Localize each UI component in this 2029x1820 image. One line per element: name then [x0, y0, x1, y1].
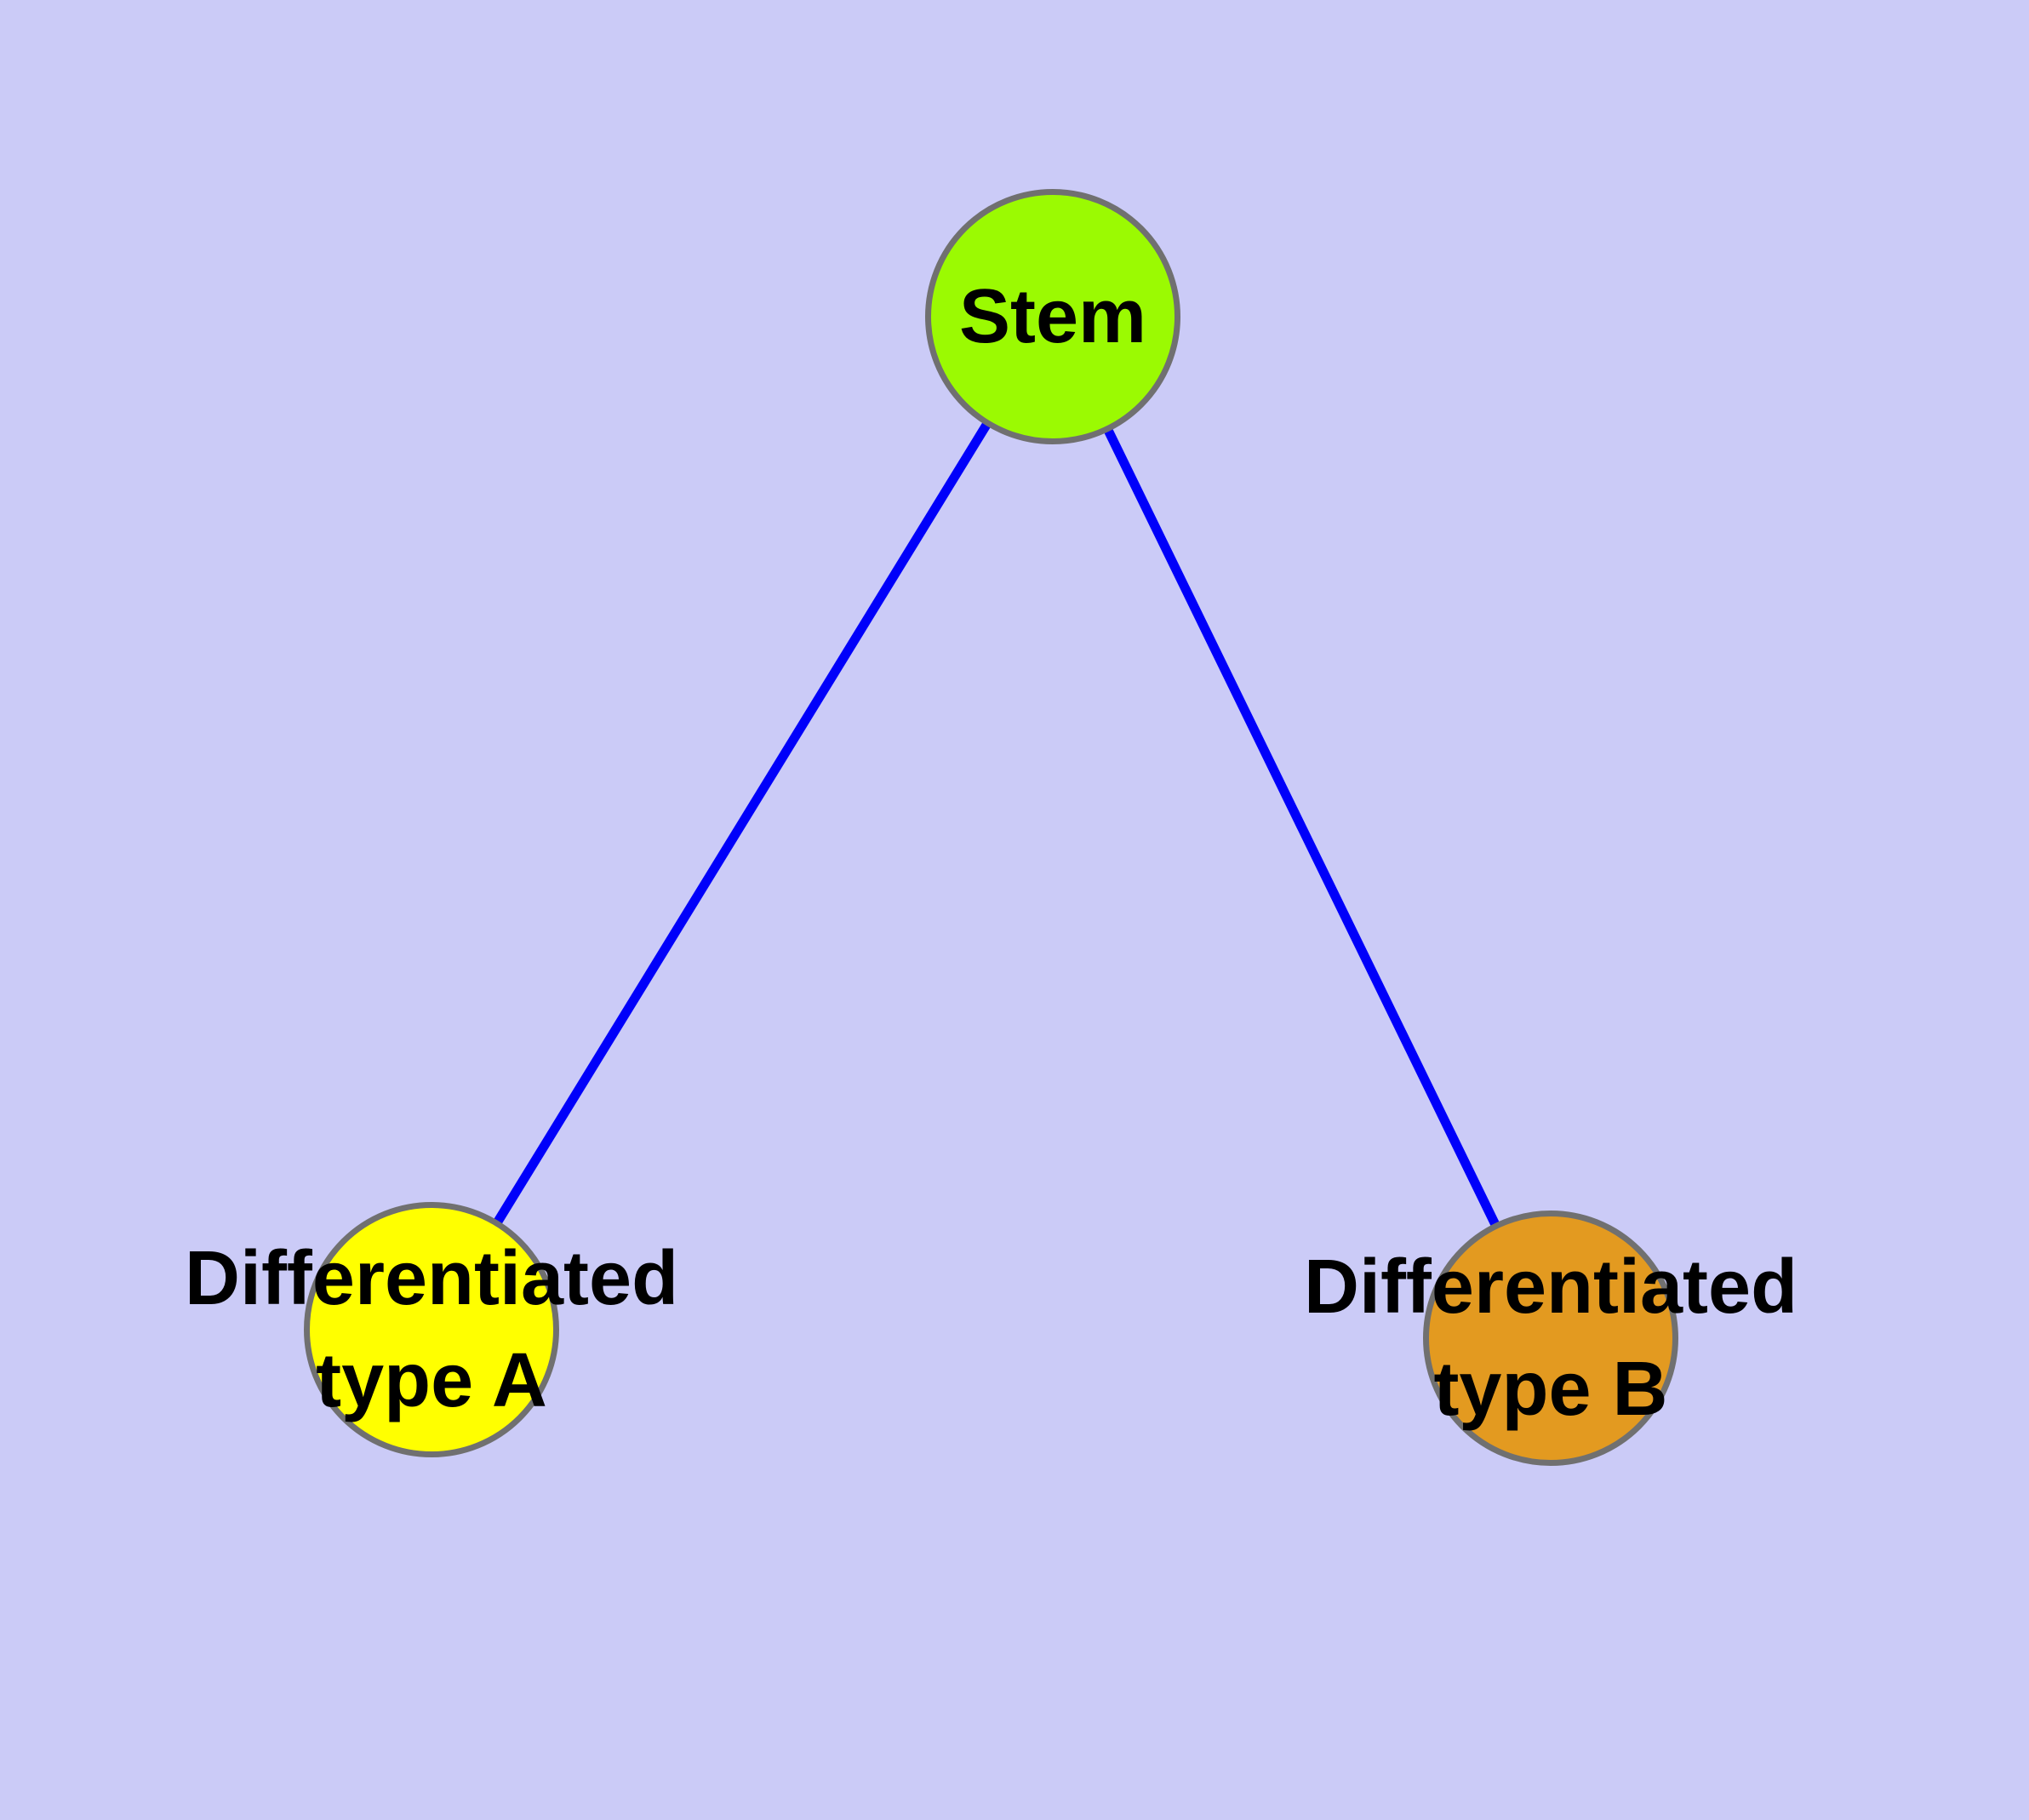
- edge-stem-to-type-a: [427, 314, 1057, 1332]
- node-stem[interactable]: Stem: [925, 189, 1180, 444]
- node-differentiated-type-b[interactable]: Differentiated type B: [1304, 1210, 1798, 1466]
- node-differentiated-type-a[interactable]: Differentiated type A: [185, 1202, 678, 1457]
- node-stem-label: Stem: [958, 274, 1147, 359]
- edge-stem-to-type-b: [1049, 314, 1555, 1341]
